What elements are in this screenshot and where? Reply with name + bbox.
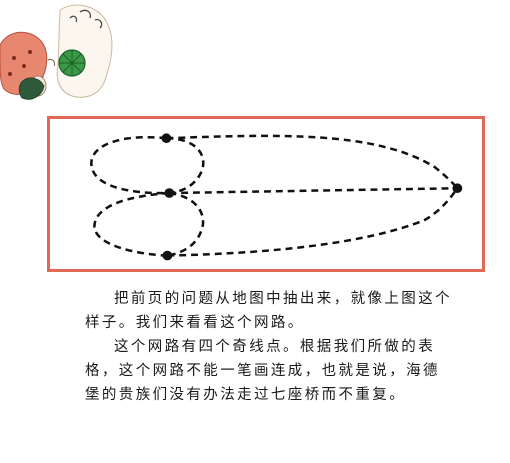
vertex-middle	[164, 188, 175, 198]
corner-illustration	[0, 0, 130, 110]
bridge-network-diagram	[90, 133, 463, 261]
edge-bottom-to-right	[167, 187, 459, 257]
paragraph-2: 这个网路有四个奇线点。根据我们所做的表格，这个网路不能一笔画连成，也就是说，海德…	[85, 339, 440, 403]
vertex-top	[161, 133, 172, 144]
body-text: 把前页的问题从地图中抽出来，就像上图这个样子。我们来看看这个网路。 这个网路有四…	[85, 287, 455, 407]
edge-top-loop-right	[166, 136, 205, 195]
characters-illustration-icon	[0, 4, 113, 100]
edge-top-loop-left	[90, 136, 170, 195]
edge-bottom-loop-left	[93, 191, 170, 257]
vertex-right	[452, 183, 463, 194]
edge-top-to-right	[166, 134, 459, 190]
paragraph-1: 把前页的问题从地图中抽出来，就像上图这个样子。我们来看看这个网路。	[85, 291, 452, 331]
edge-middle-to-right	[169, 186, 458, 195]
diagram-frame	[47, 116, 485, 272]
edge-bottom-loop-right	[167, 191, 205, 257]
vertex-bottom	[162, 250, 173, 261]
